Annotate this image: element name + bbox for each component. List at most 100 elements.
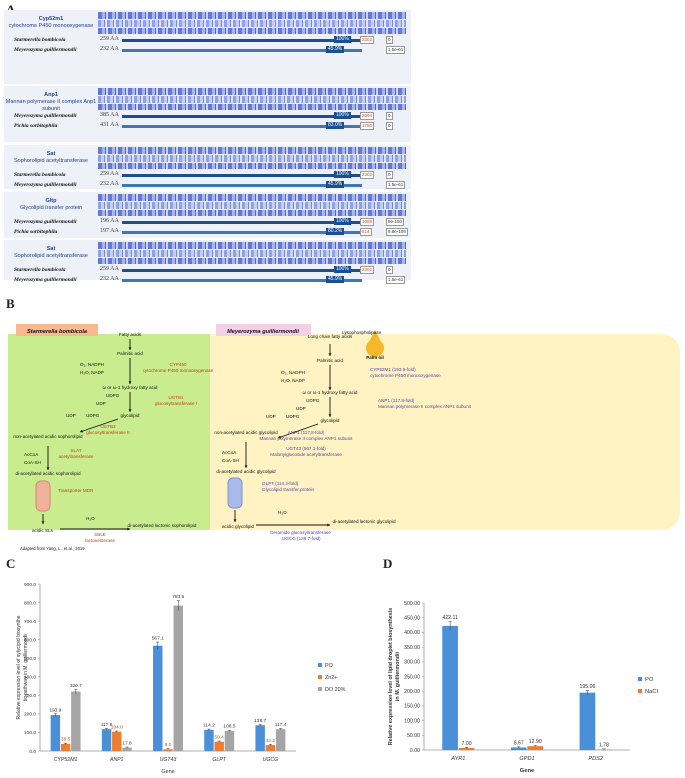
sequence-track	[98, 210, 406, 216]
left-enzyme-cyp450: CYP450	[169, 362, 187, 367]
data-label: 17.8	[122, 741, 132, 747]
x-axis-label: Gene	[161, 769, 174, 775]
x-tick-label: UGT43	[160, 757, 177, 763]
bar	[71, 691, 81, 751]
left-glycolipid: glycolipid	[121, 413, 140, 418]
left-palmitic-acid: Palmitic acid	[117, 351, 143, 356]
identity-bar	[122, 125, 362, 128]
evalue-tag: 0	[386, 122, 393, 130]
evalue-tag: 9e-150	[386, 218, 405, 226]
right-title: Meyerozyma guilliermondii	[227, 329, 299, 335]
organism-label: Starmerella bombicola	[14, 267, 66, 273]
right-enzyme-ceramide: Ceramide glucosyltransferase	[270, 530, 331, 535]
identity-bar	[122, 174, 372, 177]
left-fatty-acids: Fatty acids	[119, 332, 142, 337]
right-enzyme-cyp52m1: CYP52M1 (193.9-fold)	[370, 367, 416, 372]
right-udp-2: UDP	[266, 414, 276, 419]
evalue-tag: 0	[386, 171, 393, 179]
identity-percent: 83.0%	[326, 122, 345, 129]
data-label: 783.5	[172, 594, 184, 600]
left-title: Starmerella bombicola	[27, 329, 87, 335]
arrow	[277, 423, 319, 439]
right-enzyme-cyp52m1-desc: cytochrome P450 monooxygenase	[370, 373, 441, 378]
arrow-head	[233, 519, 237, 522]
left-enzyme-slat: SLAT	[70, 448, 81, 453]
arrow-head	[328, 387, 332, 390]
bar	[527, 746, 544, 750]
panel-letter-a: A	[6, 2, 15, 18]
bar	[255, 725, 265, 751]
arrow	[79, 418, 119, 433]
legend-swatch	[318, 663, 322, 667]
right-lysophospholipase: Lysophospholipase	[342, 330, 382, 335]
right-cofactors-out: H₂O, NADP	[281, 378, 305, 383]
right-enzyme-glpt-desc: Glycolipid transfer protein	[262, 487, 315, 492]
left-enzyme-ugtb2-desc: glucosyltransferase II	[86, 430, 129, 435]
identity-bar	[122, 279, 362, 282]
left-transporter-label: Transporter MDR	[58, 488, 94, 493]
y-axis-label: tic pathway in M. guilliermondii	[23, 634, 29, 702]
x-tick-label: UGCG	[263, 757, 279, 763]
sequence-track	[98, 28, 406, 34]
right-enzyme-ugt43-desc: Malonylglucoside acetyltransferase	[270, 452, 342, 457]
y-axis-label: Relative expression level of lipid dropl…	[388, 608, 394, 746]
data-label: 422.11	[442, 615, 458, 621]
x-tick-label: GLPT	[212, 757, 226, 763]
arrow-head	[244, 465, 248, 468]
evalue-tag: 0	[386, 36, 393, 44]
right-enzyme-anp1-desc: Mannan polymerase II complex ANP1 subuni…	[378, 404, 472, 409]
x-axis-label: Gene	[520, 768, 535, 774]
right-udp: UDP	[296, 406, 306, 411]
protein-name: Sat	[46, 151, 56, 157]
bar	[510, 747, 527, 750]
right-cofactors: O₂, NADPH	[281, 370, 305, 375]
aa-length: 232 AA	[100, 46, 119, 52]
score-tag: 2302	[360, 36, 375, 44]
right-udpg: UDPG	[306, 398, 320, 403]
right-diacetylated: di-acetylated acidic glycolipid	[216, 469, 276, 474]
y-tick-label: 350.00	[404, 645, 420, 651]
sequence-track	[98, 250, 406, 257]
identity-percent: 100%	[334, 218, 351, 225]
protein-description: Glycolipid transfer protein	[19, 205, 83, 211]
legend-swatch	[638, 677, 642, 681]
left-hydroxy-fatty-acid: ω or ω-1 hydroxy fatty acid	[103, 385, 158, 390]
evalue-tag: 1.5e-61	[386, 46, 406, 54]
organism-label: Meyerozyma guilliermondii	[14, 219, 77, 225]
left-h2o: H₂O	[86, 516, 95, 521]
arrow-head	[328, 414, 332, 417]
data-label: 1.78	[599, 742, 609, 748]
bar	[50, 715, 61, 751]
identity-percent: 80.2%	[326, 228, 345, 235]
y-tick-label: 900.0	[24, 582, 36, 588]
panel-letter-d: D	[383, 556, 393, 571]
legend-label: PO	[325, 663, 333, 669]
left-acoa: AcCoA	[24, 452, 39, 457]
left-diacetylated: di-acetylated acidic sophorolipid	[15, 471, 81, 476]
x-tick-label: PDS2	[588, 756, 604, 762]
left-udpg-2: UDPG	[86, 413, 100, 418]
aa-length: 232 AA	[100, 276, 119, 282]
score-tag: 1089	[360, 218, 375, 226]
evalue-tag: 1.5e-61	[386, 276, 406, 284]
sequence-track	[98, 96, 406, 103]
bar	[60, 743, 71, 751]
aa-length: 259 AA	[100, 171, 119, 177]
x-tick-label: CYP52M1	[54, 757, 78, 763]
x-tick-label: GPD1	[519, 756, 534, 762]
bar	[442, 625, 458, 750]
panel-letter-b: B	[6, 296, 15, 311]
arrow-head	[128, 347, 132, 350]
y-tick-label: 600.0	[24, 637, 36, 643]
legend-label: NaCl	[645, 689, 658, 695]
y-tick-label: 450.00	[404, 616, 420, 622]
bar	[265, 745, 276, 751]
right-coash: CoA-SH	[222, 458, 239, 463]
data-label: 50.4	[215, 734, 225, 740]
data-label: 195.06	[579, 684, 595, 690]
organism-label: Meyerozyma guilliermondii	[14, 47, 77, 53]
left-enzyme-cyp450-desc: cytochrome P450 monooxygenase	[143, 368, 214, 373]
left-udp: UDP	[96, 401, 106, 406]
palm-oil-label: Palm oil	[366, 355, 384, 360]
evalue-tag: 9.8e-109	[386, 228, 408, 236]
